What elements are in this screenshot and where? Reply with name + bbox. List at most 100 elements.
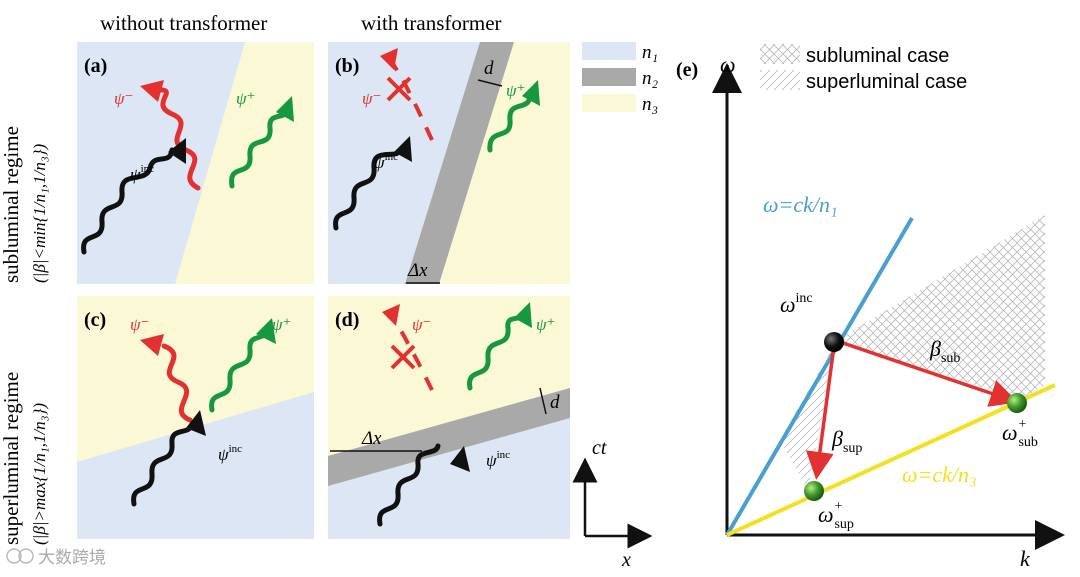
label-omega-sub-plus: + <box>1019 417 1027 432</box>
legend-n1: n₁ <box>642 42 658 63</box>
legend-subluminal: subluminal case <box>806 45 949 67</box>
watermark-text: 大数跨境 <box>38 548 106 567</box>
svg-text:ω=ck/n₃: ω=ck/n₃ <box>902 462 977 487</box>
superluminal-region <box>780 340 837 490</box>
dim-d-b: d <box>484 58 494 79</box>
psi-plus-label-b: ψ⁺ <box>506 81 526 100</box>
svg-text:ψinc: ψinc <box>218 443 242 464</box>
psi-inc-label-a: ψ <box>130 165 141 184</box>
label-beta-sub: β <box>929 336 941 361</box>
dim-d-d: d <box>550 392 560 413</box>
subluminal-region <box>837 215 1045 400</box>
panel-c: (c) ψ⁻ ψ⁺ ψinc <box>77 296 314 539</box>
psi-minus-label-b: ψ⁻ <box>362 89 382 108</box>
blocked-cross-b <box>386 76 412 102</box>
beta-sub-arrow <box>839 340 1019 407</box>
panel-a: (a) ψ⁻ ψ⁺ ψinc <box>77 42 314 284</box>
panel-label-e: (e) <box>676 59 698 81</box>
light-line-n1 <box>725 216 914 537</box>
svg-text:βsub: βsub <box>929 336 960 366</box>
omega-sub-point <box>1007 393 1027 413</box>
psi-minus-label-c: ψ⁻ <box>130 315 150 334</box>
psi-inc-label-c: ψ <box>218 445 229 464</box>
svg-text:ψ⁻: ψ⁻ <box>130 315 150 334</box>
transformer-slab-d <box>328 388 570 486</box>
row-condition-superluminal: (|β|>max{1/n₁,1/n₃}) <box>30 403 49 545</box>
axis-omega: ω <box>720 52 736 77</box>
legend-n2: n₂ <box>642 68 659 89</box>
svg-text:ψ⁺: ψ⁺ <box>506 81 526 100</box>
svg-text:ψ⁻: ψ⁻ <box>114 89 134 108</box>
svg-text:ψinc: ψinc <box>486 449 510 470</box>
axis-x: x <box>621 549 631 571</box>
axis-k: k <box>1020 546 1031 571</box>
svg-text:ψ⁻: ψ⁻ <box>412 315 432 334</box>
label-omega-sub-sub: sub <box>1018 435 1037 450</box>
psi-inc-label-b: ψ <box>374 153 385 172</box>
incident-wave-a <box>81 147 175 255</box>
panel-e: (e) ω k ω=ck/n₁ ω=ck/n₃ subluminal case … <box>676 44 1065 571</box>
panel-b: (b) ψ⁻ ψ⁺ ψinc d Δx <box>328 42 570 284</box>
incident-arrowhead-a <box>168 138 186 164</box>
beta-sup-arrow <box>805 345 836 480</box>
header-with: with transformer <box>361 11 502 35</box>
reflected-wave-a <box>153 87 201 191</box>
reflected-arrowhead-a <box>140 80 164 102</box>
dim-dx-d: Δx <box>361 428 382 449</box>
label-omega-inc: ω <box>780 292 796 317</box>
transmitted-wave-a <box>229 105 289 189</box>
axis-ct: ct <box>592 437 607 459</box>
psi-plus-label-a: ψ⁺ <box>236 89 256 108</box>
light-line-n3 <box>726 383 1056 537</box>
psi-inc-sup-b: inc <box>385 151 399 163</box>
psi-plus-label-d: ψ⁺ <box>536 315 556 334</box>
psi-plus-label-c: ψ⁺ <box>272 315 292 334</box>
psi-inc-sup-a: inc <box>141 163 155 175</box>
row-label-subluminal: subluminal regime <box>0 126 23 283</box>
transmitted-wave-d <box>467 311 525 391</box>
header-without: without transformer <box>100 11 267 35</box>
psi-minus-label-a: ψ⁻ <box>114 89 134 108</box>
transmitted-wave-c <box>209 327 269 413</box>
psi-inc-sup-c: inc <box>229 443 243 455</box>
panel-label-d: (d) <box>335 309 359 331</box>
svg-text:ωinc: ωinc <box>780 291 813 317</box>
svg-text:ω=ck/n₁: ω=ck/n₁ <box>763 192 838 217</box>
label-beta-sub-sub: sub <box>941 351 960 366</box>
label-line-n1: ω=ck/n₁ <box>763 192 838 217</box>
dim-dx-b: Δx <box>407 260 428 281</box>
svg-text:ω+sub: ω+ sub <box>1002 417 1038 450</box>
label-omega-sub: ω <box>1002 420 1018 445</box>
label-omega-inc-sup: inc <box>796 291 813 306</box>
svg-text:ψinc: ψinc <box>374 151 398 172</box>
incident-wave-b <box>333 147 403 231</box>
panel-d: (d) ψ⁻ ψ⁺ ψinc d Δx <box>328 296 570 539</box>
legend-n3: n₃ <box>642 94 658 115</box>
medium-legend: n₁ n₂ n₃ <box>582 42 659 115</box>
label-omega-sup-plus: + <box>835 499 843 514</box>
psi-minus-label-d: ψ⁻ <box>412 315 432 334</box>
watermark: 大数跨境 <box>6 548 106 567</box>
transformer-slab-b <box>405 42 514 284</box>
blocked-cross-d <box>390 344 416 370</box>
reflected-wave-c <box>161 343 193 423</box>
panel-label-b: (b) <box>335 55 359 77</box>
row-condition-subluminal: (|β|<min{1/n₁,1/n₃}) <box>30 143 49 283</box>
psi-inc-label-d: ψ <box>486 451 497 470</box>
label-beta-sup: β <box>831 426 843 451</box>
svg-text:ψ⁺: ψ⁺ <box>272 315 292 334</box>
label-line-n3: ω=ck/n₃ <box>902 462 977 487</box>
transmitted-arrowhead-a <box>276 96 294 122</box>
svg-text:βsup: βsup <box>831 426 862 456</box>
label-omega-sup: ω <box>818 502 834 527</box>
incident-wave-c <box>131 421 195 507</box>
svg-text:ψ⁺: ψ⁺ <box>236 89 256 108</box>
omega-sup-point <box>804 481 824 501</box>
incident-wave-d <box>377 443 441 527</box>
label-omega-sup-sub: sup <box>834 517 853 532</box>
label-beta-sup-sub: sup <box>843 441 862 456</box>
svg-text:ω+sup: ω+ sup <box>818 499 854 532</box>
transmitted-wave-b <box>487 89 533 153</box>
psi-inc-sup-d: inc <box>497 449 511 461</box>
